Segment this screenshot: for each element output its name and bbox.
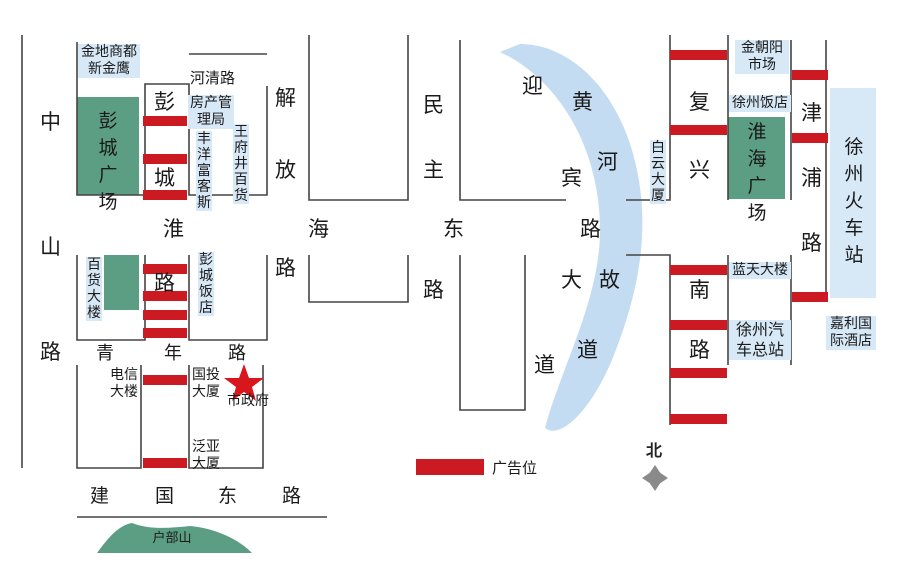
place-hubushan: 户部山 bbox=[152, 531, 192, 546]
huaihai-plaza-area bbox=[728, 117, 785, 199]
road-gudao-2: 道 bbox=[577, 338, 598, 362]
ad-bar bbox=[792, 70, 828, 80]
road-pengcheng-1: 彭 bbox=[154, 90, 175, 114]
road-pengcheng-3: 路 bbox=[154, 271, 175, 295]
ad-bar bbox=[143, 375, 187, 385]
hubushan-hill bbox=[97, 523, 252, 553]
road-zhongshan-1: 中 bbox=[40, 110, 61, 134]
road-qingnian-1: 青 bbox=[96, 343, 114, 364]
ad-bar bbox=[670, 265, 727, 275]
road-huaihai-1: 淮 bbox=[163, 217, 184, 241]
ad-bar bbox=[143, 310, 187, 320]
legend-label: 广告位 bbox=[492, 459, 538, 477]
ad-bar bbox=[143, 264, 187, 274]
place-wangfujing: 王府井百货 bbox=[233, 124, 249, 204]
place-bus-station: 徐州汽车总站 bbox=[729, 320, 791, 360]
place-pengcheng-plaza: 彭城广场 bbox=[98, 110, 118, 213]
ad-bars bbox=[143, 50, 828, 475]
road-fuxing-1: 复 bbox=[689, 90, 710, 114]
road-huaihai-2: 海 bbox=[308, 217, 329, 241]
place-lantian: 蓝天大楼 bbox=[729, 262, 791, 279]
road-jinpu-1: 津 bbox=[801, 101, 822, 125]
ad-bar bbox=[143, 190, 187, 200]
road-fuxing-4: 路 bbox=[689, 338, 710, 362]
road-pengcheng-2: 城 bbox=[154, 166, 175, 190]
road-minzhu-3: 路 bbox=[423, 278, 444, 302]
place-dianxin: 电信大楼 bbox=[110, 367, 138, 400]
road-huanghe-2: 河 bbox=[597, 150, 618, 174]
city-hall-star bbox=[224, 364, 264, 401]
place-fanya: 泛亚大厦 bbox=[192, 439, 220, 472]
place-pengcheng-hotel: 彭城饭店 bbox=[198, 252, 214, 316]
road-jiefang-2: 放 bbox=[275, 158, 296, 182]
road-yingbin-3: 大 bbox=[561, 268, 582, 292]
road-jiefang-3: 路 bbox=[275, 256, 296, 280]
road-zhongshan-2: 山 bbox=[40, 235, 61, 259]
place-fangchan: 房产管理局 bbox=[188, 95, 234, 129]
place-baiyun: 白云大厦 bbox=[650, 140, 666, 204]
place-guotou: 国投大厦 bbox=[192, 367, 220, 400]
place-jinzhaoyang: 金朝阳市场 bbox=[735, 40, 789, 74]
road-fuxing-2: 兴 bbox=[689, 158, 710, 182]
road-jianguo-3: 东 bbox=[218, 485, 238, 507]
baihuo-plaza-area bbox=[104, 255, 139, 310]
road-jinpu-2: 浦 bbox=[801, 166, 822, 190]
road-qingnian-3: 路 bbox=[228, 343, 246, 364]
road-jianguo-4: 路 bbox=[282, 485, 302, 507]
road-jiefang-1: 解 bbox=[275, 86, 296, 110]
road-yingbin-2: 宾 bbox=[561, 166, 582, 190]
road-zhongshan-3: 路 bbox=[40, 340, 61, 364]
place-jiali: 嘉利国际酒店 bbox=[826, 316, 876, 350]
road-jianguo-1: 建 bbox=[90, 485, 110, 507]
ad-bar bbox=[143, 458, 187, 468]
road-gudao-1: 故 bbox=[599, 268, 620, 292]
ad-bar bbox=[670, 320, 727, 330]
place-baihuo: 百货大楼 bbox=[86, 257, 102, 321]
road-jinpu-3: 路 bbox=[801, 231, 822, 255]
road-huaihai-4: 路 bbox=[580, 217, 601, 241]
place-jindi: 金地商都新金鹰 bbox=[78, 44, 140, 78]
ad-bar bbox=[792, 292, 828, 302]
road-fuxing-3: 南 bbox=[689, 278, 710, 302]
place-railway: 徐州火车站 bbox=[844, 136, 864, 266]
road-huaihai-3: 东 bbox=[443, 217, 464, 241]
pengcheng-plaza-area bbox=[77, 97, 139, 195]
legend-ad-bar bbox=[416, 459, 484, 475]
ad-bar bbox=[670, 125, 727, 135]
ad-bar bbox=[670, 414, 727, 424]
ad-bar bbox=[792, 133, 828, 143]
place-shizhengfu: 市政府 bbox=[227, 393, 269, 409]
road-huanghe-1: 黄 bbox=[572, 90, 593, 114]
ad-bar bbox=[143, 154, 187, 164]
road-yingbin-1: 迎 bbox=[522, 74, 543, 98]
ad-bar bbox=[670, 50, 727, 60]
north-label: 北 bbox=[646, 441, 663, 460]
place-huaihai-plaza: 淮海广场 bbox=[747, 121, 767, 224]
road-minzhu-2: 主 bbox=[423, 158, 444, 182]
place-fengyang: 丰洋富客斯 bbox=[196, 131, 212, 211]
place-xuzhou-hotel: 徐州饭店 bbox=[729, 95, 791, 112]
ad-bar bbox=[143, 328, 187, 338]
ad-bar bbox=[143, 116, 187, 126]
road-qingnian-2: 年 bbox=[164, 343, 182, 364]
road-jianguo-2: 国 bbox=[155, 485, 175, 507]
railway-station-area bbox=[830, 88, 876, 298]
road-lines bbox=[21, 35, 827, 518]
river bbox=[500, 44, 643, 431]
ad-bar bbox=[670, 368, 727, 378]
compass-arrows bbox=[642, 465, 668, 491]
road-yingbin-4: 道 bbox=[534, 353, 555, 377]
road-heqing: 河清路 bbox=[190, 69, 236, 87]
ad-bar bbox=[143, 291, 187, 301]
road-minzhu-1: 民 bbox=[423, 93, 444, 117]
